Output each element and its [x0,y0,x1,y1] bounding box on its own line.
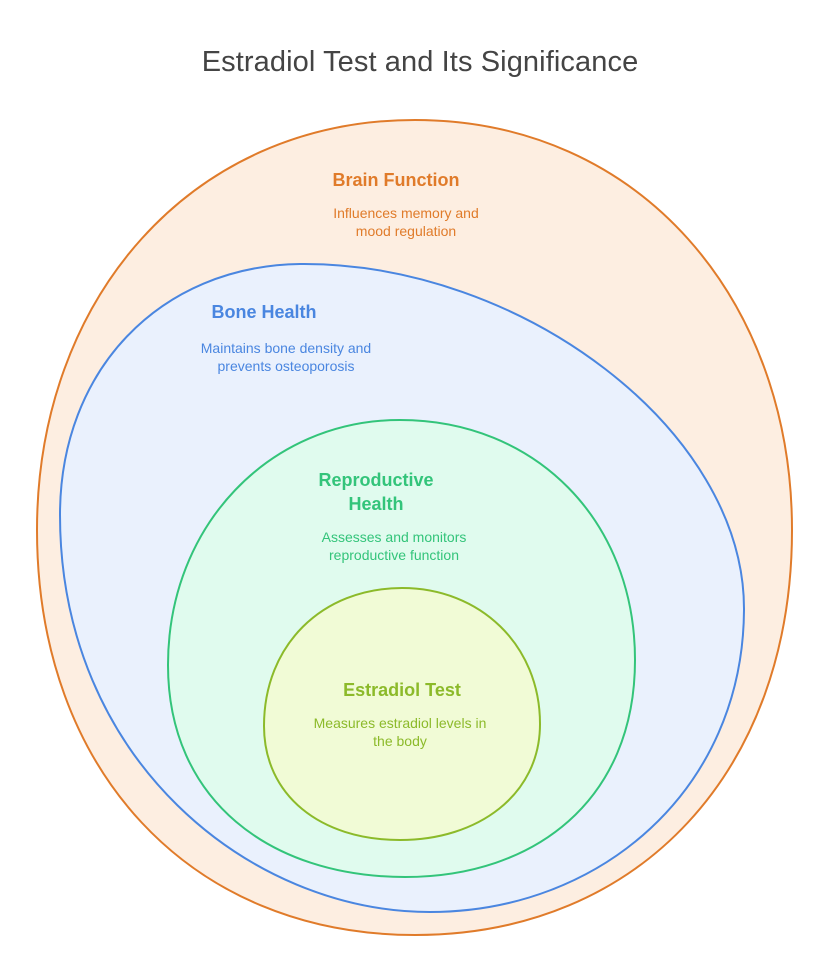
estradiol-test-description: Measures estradiol levels in the body [313,715,487,749]
reproductive-health-description: Assesses and monitors reproductive funct… [321,529,467,563]
bone-health-description: Maintains bone density and prevents oste… [200,340,372,374]
diagram-title: Estradiol Test and Its Significance [201,46,639,78]
brain-function-label: Brain Function [332,170,460,190]
bone-health-label: Bone Health [211,302,317,322]
estradiol-test-label: Estradiol Test [343,680,461,700]
reproductive-health-label: Reproductive Health [318,470,434,514]
brain-function-description: Influences memory and mood regulation [333,205,479,239]
estradiol-test-shape [262,586,542,842]
